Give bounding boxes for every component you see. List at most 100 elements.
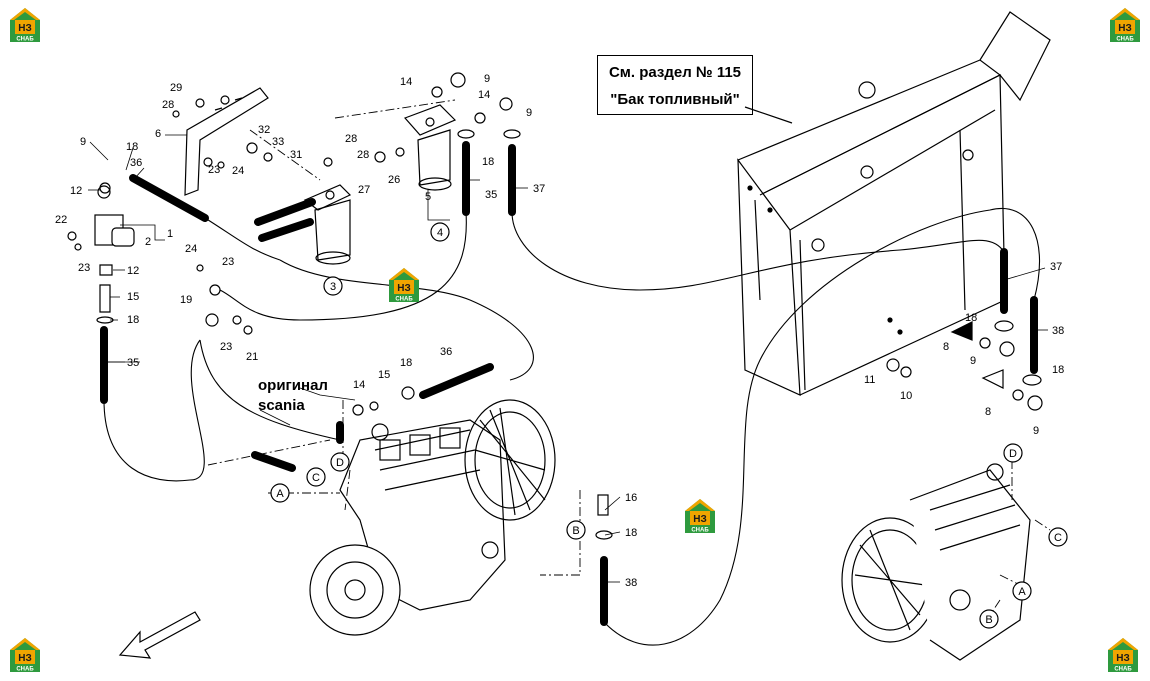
ref-a: A [276,488,284,500]
callout: 10 [900,390,912,402]
note-pointer [744,106,793,124]
callout: 18 [400,357,412,369]
callout: 18 [127,314,139,326]
callout: 12 [70,185,82,197]
callout: 37 [1050,261,1062,273]
callout: 38 [1052,325,1064,337]
callout: 32 [258,124,270,136]
engine-small [841,463,1031,661]
callout: 14 [400,76,412,88]
mounting-bracket [184,87,269,196]
svg-text:НЗ: НЗ [693,514,707,525]
svg-text:СНАБ: СНАБ [691,528,709,534]
watermark-logo-icon: НЗ СНАБ [10,8,40,43]
fittings [67,72,1043,540]
callout: 33 [272,136,284,148]
reference-note-line2: "Бак топливный" [610,91,740,108]
callout: 24 [185,243,197,255]
ref-b: B [572,525,579,537]
ref-part-4: 4 [437,227,443,239]
callout: 36 [130,157,142,169]
svg-text:НЗ: НЗ [397,283,411,294]
leader-lines [88,134,1048,583]
watermark-logo-icon: НЗ СНАБ [1108,638,1138,673]
reference-note: См. раздел № 115 "Бак топливный" [597,55,753,115]
ref-part-3: 3 [330,281,336,293]
annotation-line1: оригинал [258,377,328,394]
callout: 1 [167,228,173,240]
svg-text:НЗ: НЗ [1118,23,1132,34]
callout: 2 [145,236,151,248]
callout: 28 [162,99,174,111]
fuel-filter-5 [403,104,457,191]
callout: 35 [127,357,139,369]
callout: 24 [232,165,244,177]
callout: 23 [222,256,234,268]
fuel-filter-3 [303,184,352,265]
svg-text:НЗ: НЗ [18,23,32,34]
callout: 38 [625,577,637,589]
callout: 26 [388,174,400,186]
callout: 35 [485,189,497,201]
watermark-logo-icon: НЗ СНАБ [685,499,715,534]
callout: 29 [170,82,182,94]
callout: 12 [127,265,139,277]
callout: 15 [127,291,139,303]
callout: 36 [440,346,452,358]
hoses [100,141,1038,626]
fuel-tank [737,11,1051,396]
callout: 19 [180,294,192,306]
reference-circles [270,222,1068,629]
callout: 23 [220,341,232,353]
watermark-logo-icon: НЗ СНАБ [10,638,40,673]
callout: 18 [965,312,977,324]
ref-d-small: D [1009,448,1017,460]
marker-triangle-outline [981,369,1004,389]
svg-text:НЗ: НЗ [18,653,32,664]
callout: 22 [55,214,67,226]
watermark-logo-icon: НЗ СНАБ [389,268,419,303]
callout: 28 [345,133,357,145]
callout: 9 [970,355,976,367]
watermark-logo-icon: НЗ СНАБ [1110,8,1140,43]
callout: 5 [425,191,431,203]
svg-text:СНАБ: СНАБ [16,37,34,43]
callout: 9 [526,107,532,119]
callout: 23 [208,164,220,176]
svg-text:СНАБ: СНАБ [395,297,413,303]
marker-triangle [950,321,973,341]
ref-b-small: B [985,614,992,626]
reference-note-line1: См. раздел № 115 [608,64,742,81]
callout: 16 [625,492,637,504]
callout: 9 [484,73,490,85]
ref-d: D [336,457,344,469]
callout: 8 [985,406,991,418]
engine-main [309,399,556,636]
callout: 21 [246,351,258,363]
callout: 14 [353,379,365,391]
direction-arrow [118,611,201,659]
callout: 8 [943,341,949,353]
callout: 28 [357,149,369,161]
ref-a-small: A [1018,586,1026,598]
callout: 27 [358,184,370,196]
callout: 9 [1033,425,1039,437]
svg-text:СНАБ: СНАБ [1114,667,1132,673]
callout: 31 [290,149,302,161]
callout: 11 [864,374,875,386]
ref-c: C [312,472,320,484]
callout: 15 [378,369,390,381]
callout: 18 [126,141,138,153]
callout: 18 [625,527,637,539]
callout: 6 [155,128,161,140]
callout: 37 [533,183,545,195]
callout: 18 [482,156,494,168]
valve-block [94,185,135,324]
svg-text:СНАБ: СНАБ [16,667,34,673]
callout: 18 [1052,364,1064,376]
annotation-line2: scania [258,397,305,414]
callout: 14 [478,89,490,101]
ref-c-small: C [1054,532,1062,544]
callout: 23 [78,262,90,274]
